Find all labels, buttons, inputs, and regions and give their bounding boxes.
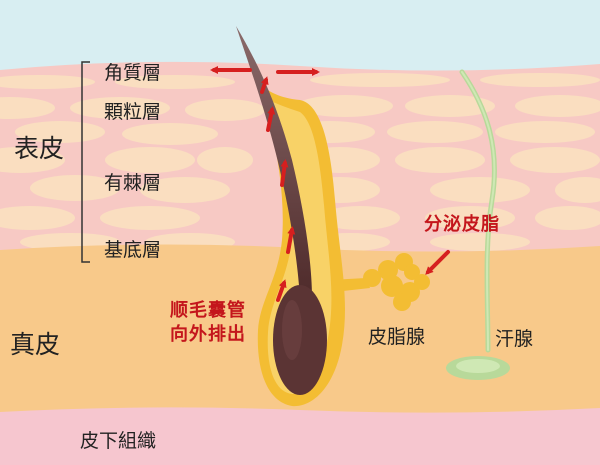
subcutis-label: 皮下組織: [80, 430, 157, 452]
secrete-sebum-label: 分泌皮脂: [424, 214, 500, 235]
sebum-flow-arrows: [210, 66, 450, 302]
stratum-granulosum-label: 顆粒層: [104, 101, 162, 123]
epidermis-bracket: [81, 61, 90, 263]
excrete-line2-label: 向外排出: [170, 324, 246, 345]
excrete-line1-label: 顺毛囊管: [170, 300, 246, 321]
dermis-label: 真皮: [10, 330, 61, 359]
subcutis-layer: [0, 407, 600, 465]
epidermis-label: 表皮: [14, 134, 65, 163]
sebaceous-gland-label: 皮脂腺: [368, 326, 426, 348]
stratum-basale-label: 基底層: [104, 239, 162, 261]
stratum-spinosum-label: 有棘層: [104, 172, 162, 194]
stratum-corneum-label: 角質層: [104, 62, 162, 84]
sweat-gland-label: 汗腺: [495, 328, 534, 350]
